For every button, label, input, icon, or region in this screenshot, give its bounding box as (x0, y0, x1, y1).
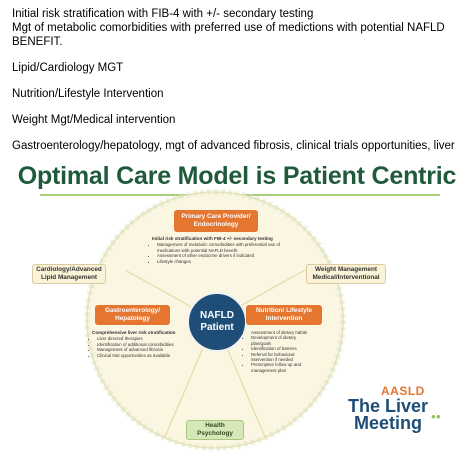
nutrition-item: Prescriptive follow up and management pl… (251, 362, 312, 373)
note-line-3: Lipid/Cardiology MGT (12, 62, 124, 74)
nutrition-details: Assessment of dietary habits Development… (246, 330, 312, 373)
aasld-wordmark: AASLD (381, 384, 425, 398)
cardiology-box: Cardiology/Advanced Lipid Management (32, 264, 106, 284)
gastro-item: Management of advanced fibrosis (97, 347, 192, 352)
primary-care-item: Management of metabolic comorbidities wi… (157, 242, 280, 253)
gastro-item: Clinical trial opportunities as availabl… (97, 353, 192, 358)
nutrition-lifestyle-box: Nutrition/ Lifestyle Intervention (246, 305, 322, 325)
nutrition-item: Assessment of dietary habits (251, 330, 312, 335)
logo-dots-icon: ●● (431, 412, 441, 421)
nutrition-item: Referral for behavioral intervention if … (251, 352, 312, 363)
nutrition-item: Identification of barriers (251, 346, 312, 351)
slide-title: Optimal Care Model is Patient Centric (17, 162, 457, 190)
primary-care-box: Primary Care Provider/ Endocrinology (174, 210, 258, 232)
weight-management-box: Weight Management Medical/Interventional (306, 264, 386, 284)
gastro-heading: Comprehensive liver risk stratification (92, 330, 176, 335)
gastro-item: Liver directed therapies (97, 336, 192, 341)
nutrition-item: Development of dietary plan/goals (251, 335, 312, 346)
nafld-patient-hub: NAFLD Patient (187, 292, 247, 352)
gastro-item: Identification of additional comorbiditi… (97, 342, 192, 347)
slide-image: Optimal Care Model is Patient Centric Pr… (0, 152, 474, 465)
gastro-details: Comprehensive liver risk stratification … (92, 330, 192, 358)
primary-care-item: Lifestyle changes (157, 259, 280, 264)
aasld-logo: AASLD The Liver Meeting ●● (333, 384, 443, 432)
note-line-2: Mgt of metabolic comorbidities with pref… (12, 22, 445, 48)
primary-care-heading: Initial risk stratification with FIB-4 +… (152, 236, 273, 241)
liver-meeting-wordmark: The Liver Meeting (347, 396, 429, 433)
note-line-1: Initial risk stratification with FIB-4 w… (12, 8, 314, 20)
dotted-ring (84, 189, 346, 451)
notes: Initial risk stratification with FIB-4 w… (12, 7, 468, 167)
note-line-4: Nutrition/Lifestyle Intervention (12, 88, 164, 100)
primary-care-item: Assessment of other endocrine drivers if… (157, 253, 280, 258)
gastro-hepatology-box: Gastroenterology/ Hepatology (95, 305, 170, 325)
primary-care-details: Initial risk stratification with FIB-4 +… (152, 236, 280, 264)
note-line-5: Weight Mgt/Medical intervention (12, 114, 176, 126)
health-psychology-box: Health Psychology (186, 420, 244, 440)
